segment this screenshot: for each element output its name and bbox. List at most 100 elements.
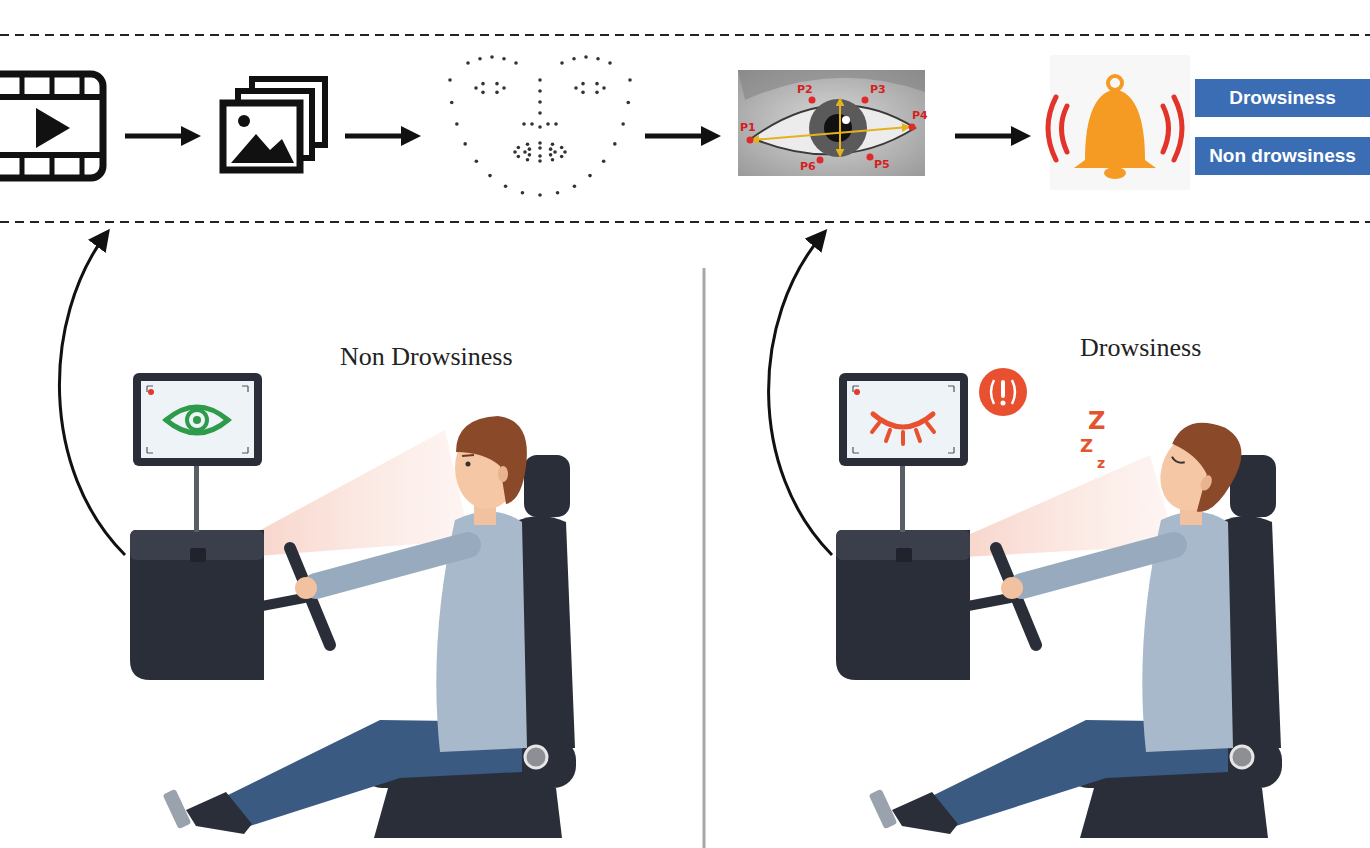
curved-arrow (769, 234, 832, 555)
landmark-dot (481, 91, 485, 95)
landmark-dot (621, 122, 625, 126)
awake-eye-icon (166, 407, 228, 433)
landmark-dot (523, 150, 527, 154)
landmark-dot (478, 57, 482, 61)
landmark-dot (581, 91, 585, 95)
illustration-part (498, 466, 508, 482)
landmark-dot (608, 61, 612, 65)
landmark-dot (538, 159, 542, 163)
illustration-part (252, 79, 325, 145)
landmark-dot (560, 61, 564, 65)
landmark-dot (455, 122, 459, 126)
landmark-dot (602, 86, 606, 90)
point-label: P5 (874, 159, 890, 172)
point-label: P1 (740, 122, 756, 135)
landmark-dot (475, 160, 479, 164)
illustration-part (0, 221, 1370, 223)
landmark-dot (602, 160, 606, 164)
sleep-symbol: z (1097, 455, 1105, 471)
landmark-dot (504, 184, 508, 188)
sleepy-head (1148, 410, 1252, 524)
illustration-part (839, 99, 841, 156)
illustration-part (462, 455, 474, 456)
point-label: P6 (800, 161, 816, 174)
landmark-dot (538, 78, 542, 82)
flow-arrow (345, 134, 415, 139)
illustration-part (817, 157, 824, 164)
landmark-dot (513, 150, 517, 154)
class-label: Drowsiness (1229, 87, 1336, 109)
alarm-bell (1048, 55, 1190, 190)
landmark-dot (528, 147, 532, 151)
illustration-part (867, 154, 874, 161)
flow-arrow (125, 134, 195, 139)
landmark-dot (560, 155, 564, 159)
landmark-dot (538, 146, 542, 150)
landmark-dot (490, 55, 494, 59)
landmark-dot (502, 86, 506, 90)
landmark-dot (549, 153, 553, 157)
illustration-part (1001, 401, 1006, 406)
driver-scene (836, 373, 1282, 838)
landmark-dot (563, 150, 567, 154)
curved-arrow (59, 234, 125, 555)
illustration-part (1151, 411, 1252, 520)
illustration-part (0, 34, 1370, 36)
alert-icon (979, 368, 1027, 416)
point-label: P3 (870, 84, 886, 97)
illustration-part (223, 103, 300, 170)
landmark-dot (588, 174, 592, 178)
landmark-dot (595, 82, 599, 86)
scene-title: Drowsiness (1080, 333, 1201, 363)
class-label-box: Non drowsiness (1195, 137, 1370, 175)
illustration-part (36, 108, 70, 148)
flow-arrow (955, 134, 1025, 139)
video-icon (0, 74, 103, 178)
illustration-part (187, 410, 207, 430)
landmark-dot (538, 100, 542, 104)
illustration-part (809, 99, 867, 157)
illustration-part (1108, 76, 1122, 90)
illustration-part (809, 97, 816, 104)
illustration-part (456, 416, 527, 504)
illustration-part (752, 127, 909, 140)
illustration-part (0, 74, 103, 178)
point-label: P2 (797, 84, 813, 97)
landmark-dot (556, 191, 560, 195)
images-icon (223, 79, 325, 170)
landmark-dot (530, 122, 534, 126)
illustration-part (747, 137, 754, 144)
illustration-part (873, 414, 933, 427)
landmark-dot (495, 91, 499, 95)
illustration-part (738, 70, 925, 100)
closed-eye-icon (872, 414, 934, 444)
landmark-dot (613, 142, 617, 146)
landmark-dot (517, 146, 521, 150)
landmark-dot (538, 141, 542, 145)
illustration-part (193, 416, 201, 424)
landmark-dot (514, 61, 518, 65)
landmark-dot (466, 61, 470, 65)
illustration-part (842, 116, 850, 124)
landmark-dot (450, 101, 454, 105)
illustration-part (1198, 474, 1214, 493)
landmark-dot (463, 142, 467, 146)
scene-title: Non Drowsiness (340, 342, 513, 372)
illustration-part (991, 380, 1015, 404)
illustration-part (909, 124, 916, 131)
landmark-dot (546, 122, 550, 126)
illustration-part (22, 74, 82, 178)
landmark-dot (572, 57, 576, 61)
landmark-dot (538, 89, 542, 93)
illustration-part (738, 70, 925, 176)
landmark-dot (551, 142, 555, 146)
landmark-dot (502, 57, 506, 61)
illustration-part (1074, 89, 1156, 168)
landmark-dot (628, 78, 632, 82)
landmark-dot (488, 174, 492, 178)
illustration-part (872, 423, 934, 444)
landmark-dot (584, 55, 588, 59)
illustration-part (238, 115, 250, 127)
